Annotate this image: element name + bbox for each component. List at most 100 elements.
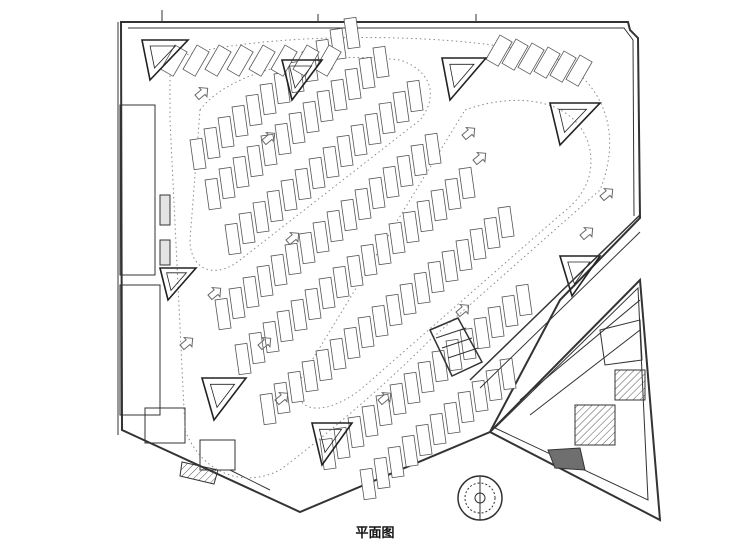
parking-stall	[344, 67, 362, 101]
parking-stall	[389, 382, 407, 416]
stair-core	[280, 59, 324, 102]
facade-marks	[117, 10, 477, 435]
parking-stall	[294, 167, 312, 201]
parking-stall	[403, 371, 421, 405]
parking-stall	[457, 390, 475, 424]
parking-stall	[401, 434, 419, 468]
hatched-room	[614, 369, 646, 401]
parking-stall	[441, 249, 459, 283]
parking-stall	[259, 392, 277, 426]
parking-stall	[368, 176, 386, 210]
parking-stall	[430, 188, 448, 222]
parking-stall	[354, 187, 372, 221]
stair-core	[441, 57, 488, 102]
stair-core-inner	[209, 383, 236, 409]
parking-stall	[533, 46, 561, 79]
stair-core-inner	[318, 428, 343, 454]
parking-stall	[347, 415, 365, 449]
parking-stall	[260, 133, 278, 167]
parking-stall	[314, 44, 342, 77]
parking-stall	[343, 326, 361, 360]
direction-arrow	[179, 336, 194, 351]
parking-stall	[302, 100, 320, 134]
parking-stall	[204, 177, 222, 211]
parking-stall	[245, 93, 263, 127]
stair-core	[558, 255, 602, 298]
parking-stall	[288, 111, 306, 145]
parking-stall	[204, 44, 232, 77]
stair-core-inner	[149, 45, 177, 69]
parking-stall	[497, 205, 515, 239]
parking-stall	[280, 178, 298, 212]
parking-stall	[336, 134, 354, 168]
parking-stall	[378, 101, 396, 135]
stair-core	[548, 102, 602, 147]
stair-core	[200, 377, 248, 422]
parking-stall	[413, 271, 431, 305]
parking-stall	[371, 304, 389, 338]
parking-stall	[262, 320, 280, 354]
parking-stall	[350, 123, 368, 157]
stair-cores	[141, 39, 602, 467]
direction-arrow	[274, 391, 289, 406]
parking-stall	[431, 349, 449, 383]
parking-stall	[359, 467, 377, 501]
parking-stall	[399, 282, 417, 316]
central-ramp-box	[428, 317, 484, 377]
parking-stall	[424, 132, 442, 166]
parking-stall	[232, 155, 250, 189]
parking-stall	[276, 309, 294, 343]
direction-arrow	[194, 86, 209, 101]
parking-stall	[266, 189, 284, 223]
entry-ramp	[144, 407, 271, 491]
parking-stall	[443, 401, 461, 435]
parking-stall	[248, 331, 266, 365]
parking-stall	[385, 293, 403, 327]
parking-stall	[415, 423, 433, 457]
direction-arrow	[455, 303, 470, 318]
parking-stall	[238, 211, 256, 245]
parking-stall	[471, 379, 489, 413]
parking-stall	[485, 368, 503, 402]
direction-arrows	[179, 86, 614, 406]
parking-stall	[333, 426, 351, 460]
diagonal-structure	[469, 214, 641, 389]
parking-stall	[298, 231, 316, 265]
parking-stall	[330, 78, 348, 112]
parking-stall	[340, 198, 358, 232]
direction-arrow	[472, 151, 487, 166]
parking-stall	[373, 456, 391, 490]
parking-stall	[252, 200, 270, 234]
parking-stall	[364, 112, 382, 146]
parking-stall	[487, 305, 505, 339]
stair-core-inner	[288, 65, 313, 89]
parking-stall	[459, 327, 477, 361]
parking-stall	[392, 90, 410, 124]
parking-stall	[234, 342, 252, 376]
parking-stall	[160, 44, 188, 77]
parking-stall	[259, 82, 277, 116]
parking-stall	[226, 44, 254, 77]
parking-stall	[501, 294, 519, 328]
direction-arrow	[579, 226, 594, 241]
parking-stall	[396, 154, 414, 188]
parking-stall	[485, 34, 513, 67]
parking-stall	[429, 412, 447, 446]
parking-stall	[357, 315, 375, 349]
office-wing	[488, 277, 662, 522]
stair-core	[310, 422, 354, 467]
parking-stall	[217, 115, 235, 149]
parking-stall	[427, 260, 445, 294]
parking-stall	[360, 243, 378, 277]
stair-core-inner	[567, 261, 591, 285]
parking-stall	[248, 44, 276, 77]
parking-stall	[387, 445, 405, 479]
parking-stall	[410, 143, 428, 177]
dark-room	[547, 447, 586, 471]
parking-stall	[469, 227, 487, 261]
parking-stall	[444, 177, 462, 211]
parking-stall	[315, 348, 333, 382]
parking-stall	[242, 275, 260, 309]
parking-stall	[346, 254, 364, 288]
